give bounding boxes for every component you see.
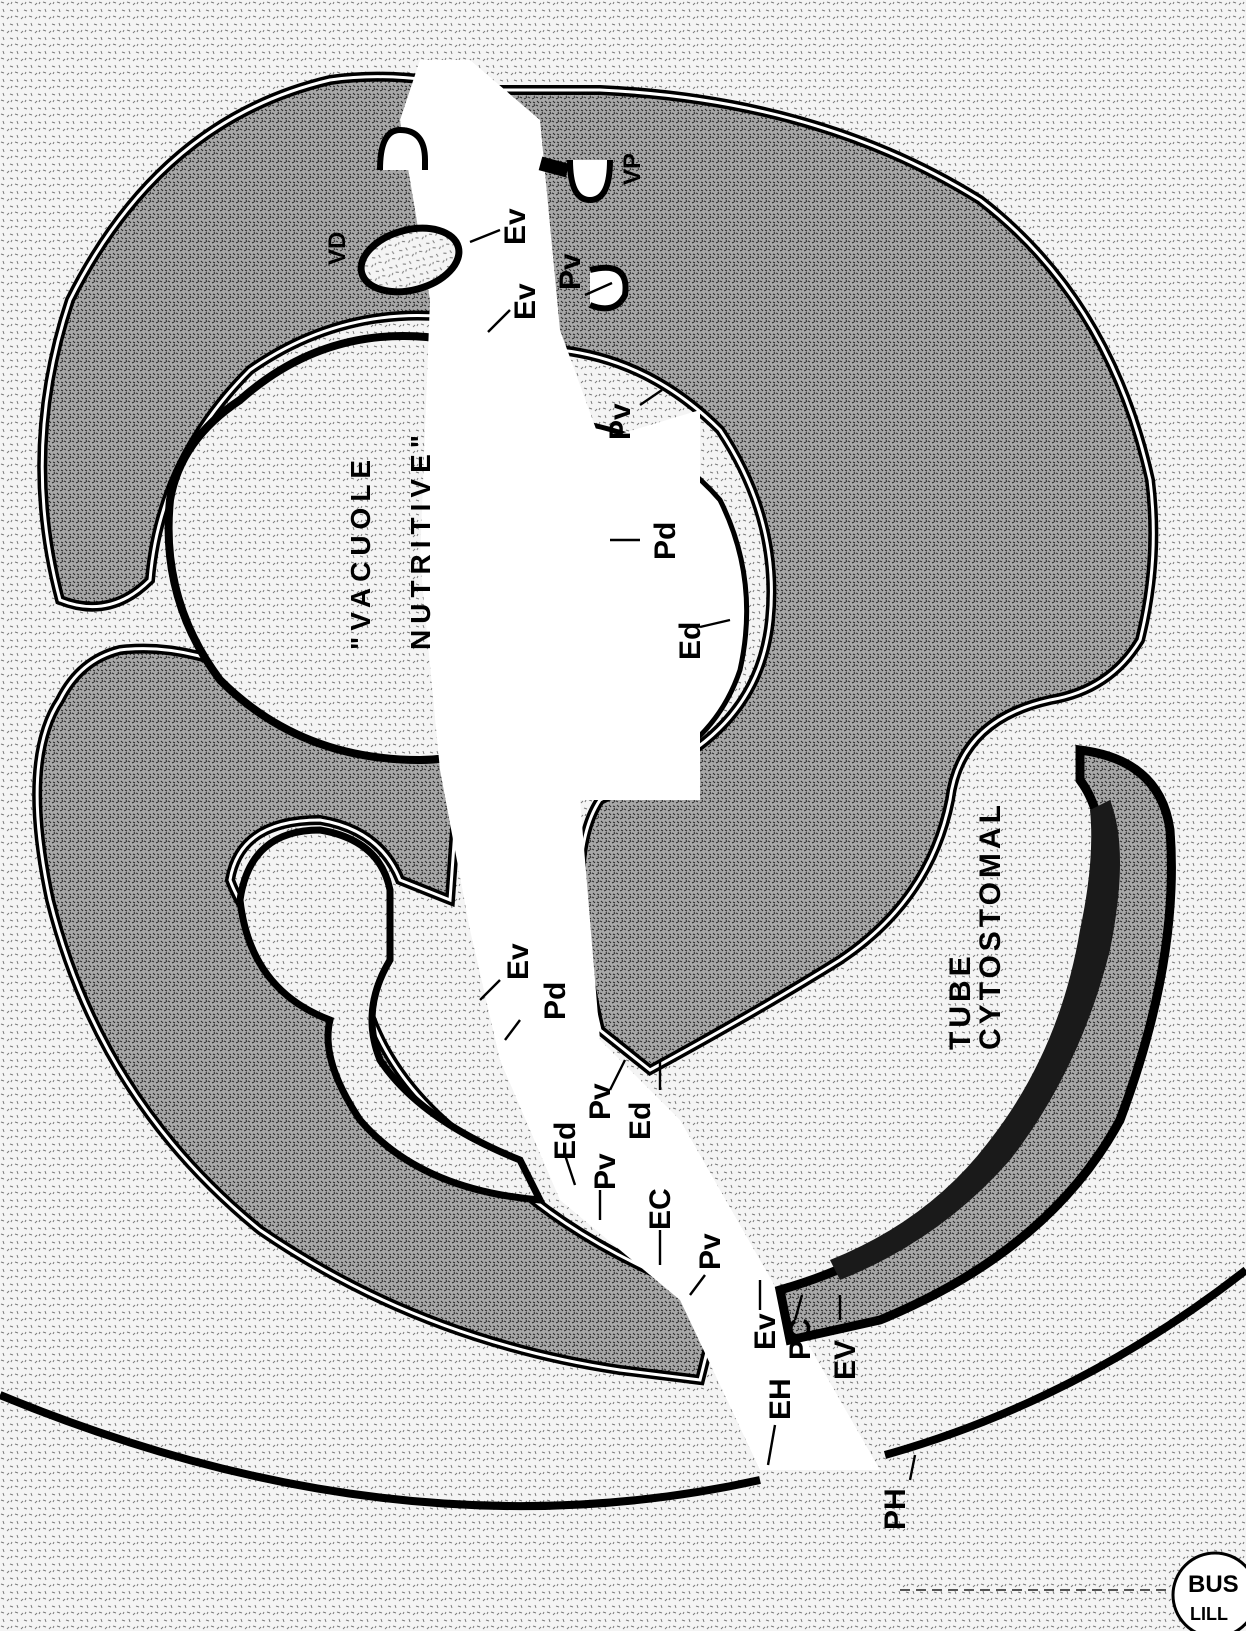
label-ev-bottom: Ev bbox=[749, 1313, 782, 1350]
label-ph: PH bbox=[879, 1488, 912, 1530]
label-pv-mid: Pv bbox=[604, 403, 637, 440]
label-ed-lower-left: Ed bbox=[549, 1122, 582, 1160]
label-ed-vacuole: Ed bbox=[674, 622, 707, 660]
label-pv-bottom: Pv bbox=[694, 1233, 727, 1270]
label-ev-right: EV bbox=[829, 1340, 862, 1380]
tube-label-line2: CYTOSTOMAL bbox=[974, 801, 1007, 1050]
vacuole-label-line2: NUTRITIVE" bbox=[405, 429, 436, 650]
label-eh: EH bbox=[764, 1378, 797, 1420]
label-pv-lower: Pv bbox=[584, 1083, 617, 1120]
label-pc: PC bbox=[784, 1318, 817, 1360]
vesicle-vp bbox=[570, 160, 610, 200]
vesicle-pv bbox=[590, 268, 626, 309]
stamp-line2: LILL bbox=[1190, 1604, 1228, 1624]
stamp-line1: BUS bbox=[1188, 1571, 1239, 1598]
label-pd-lower: Pd bbox=[539, 982, 572, 1020]
label-ec: EC bbox=[644, 1188, 677, 1230]
label-vd: VD bbox=[324, 232, 351, 265]
label-pd-vacuole: Pd bbox=[649, 522, 682, 560]
vacuole-label-line1: "VACUOLE bbox=[345, 454, 376, 650]
label-pv-lower2: Pv bbox=[589, 1153, 622, 1190]
label-ev-vd: Ev bbox=[509, 283, 542, 320]
library-stamp: BUS LILL bbox=[1173, 1553, 1246, 1631]
label-vp: VP bbox=[619, 153, 646, 185]
label-pv-top: Pv bbox=[554, 253, 587, 290]
tube-label-line1: TUBE bbox=[944, 952, 977, 1050]
label-ev-top: Ev bbox=[499, 208, 532, 245]
vesicle-top-left bbox=[380, 130, 425, 170]
label-ed-lower-right: Ed bbox=[624, 1102, 657, 1140]
label-ev-lower: Ev bbox=[502, 943, 535, 980]
